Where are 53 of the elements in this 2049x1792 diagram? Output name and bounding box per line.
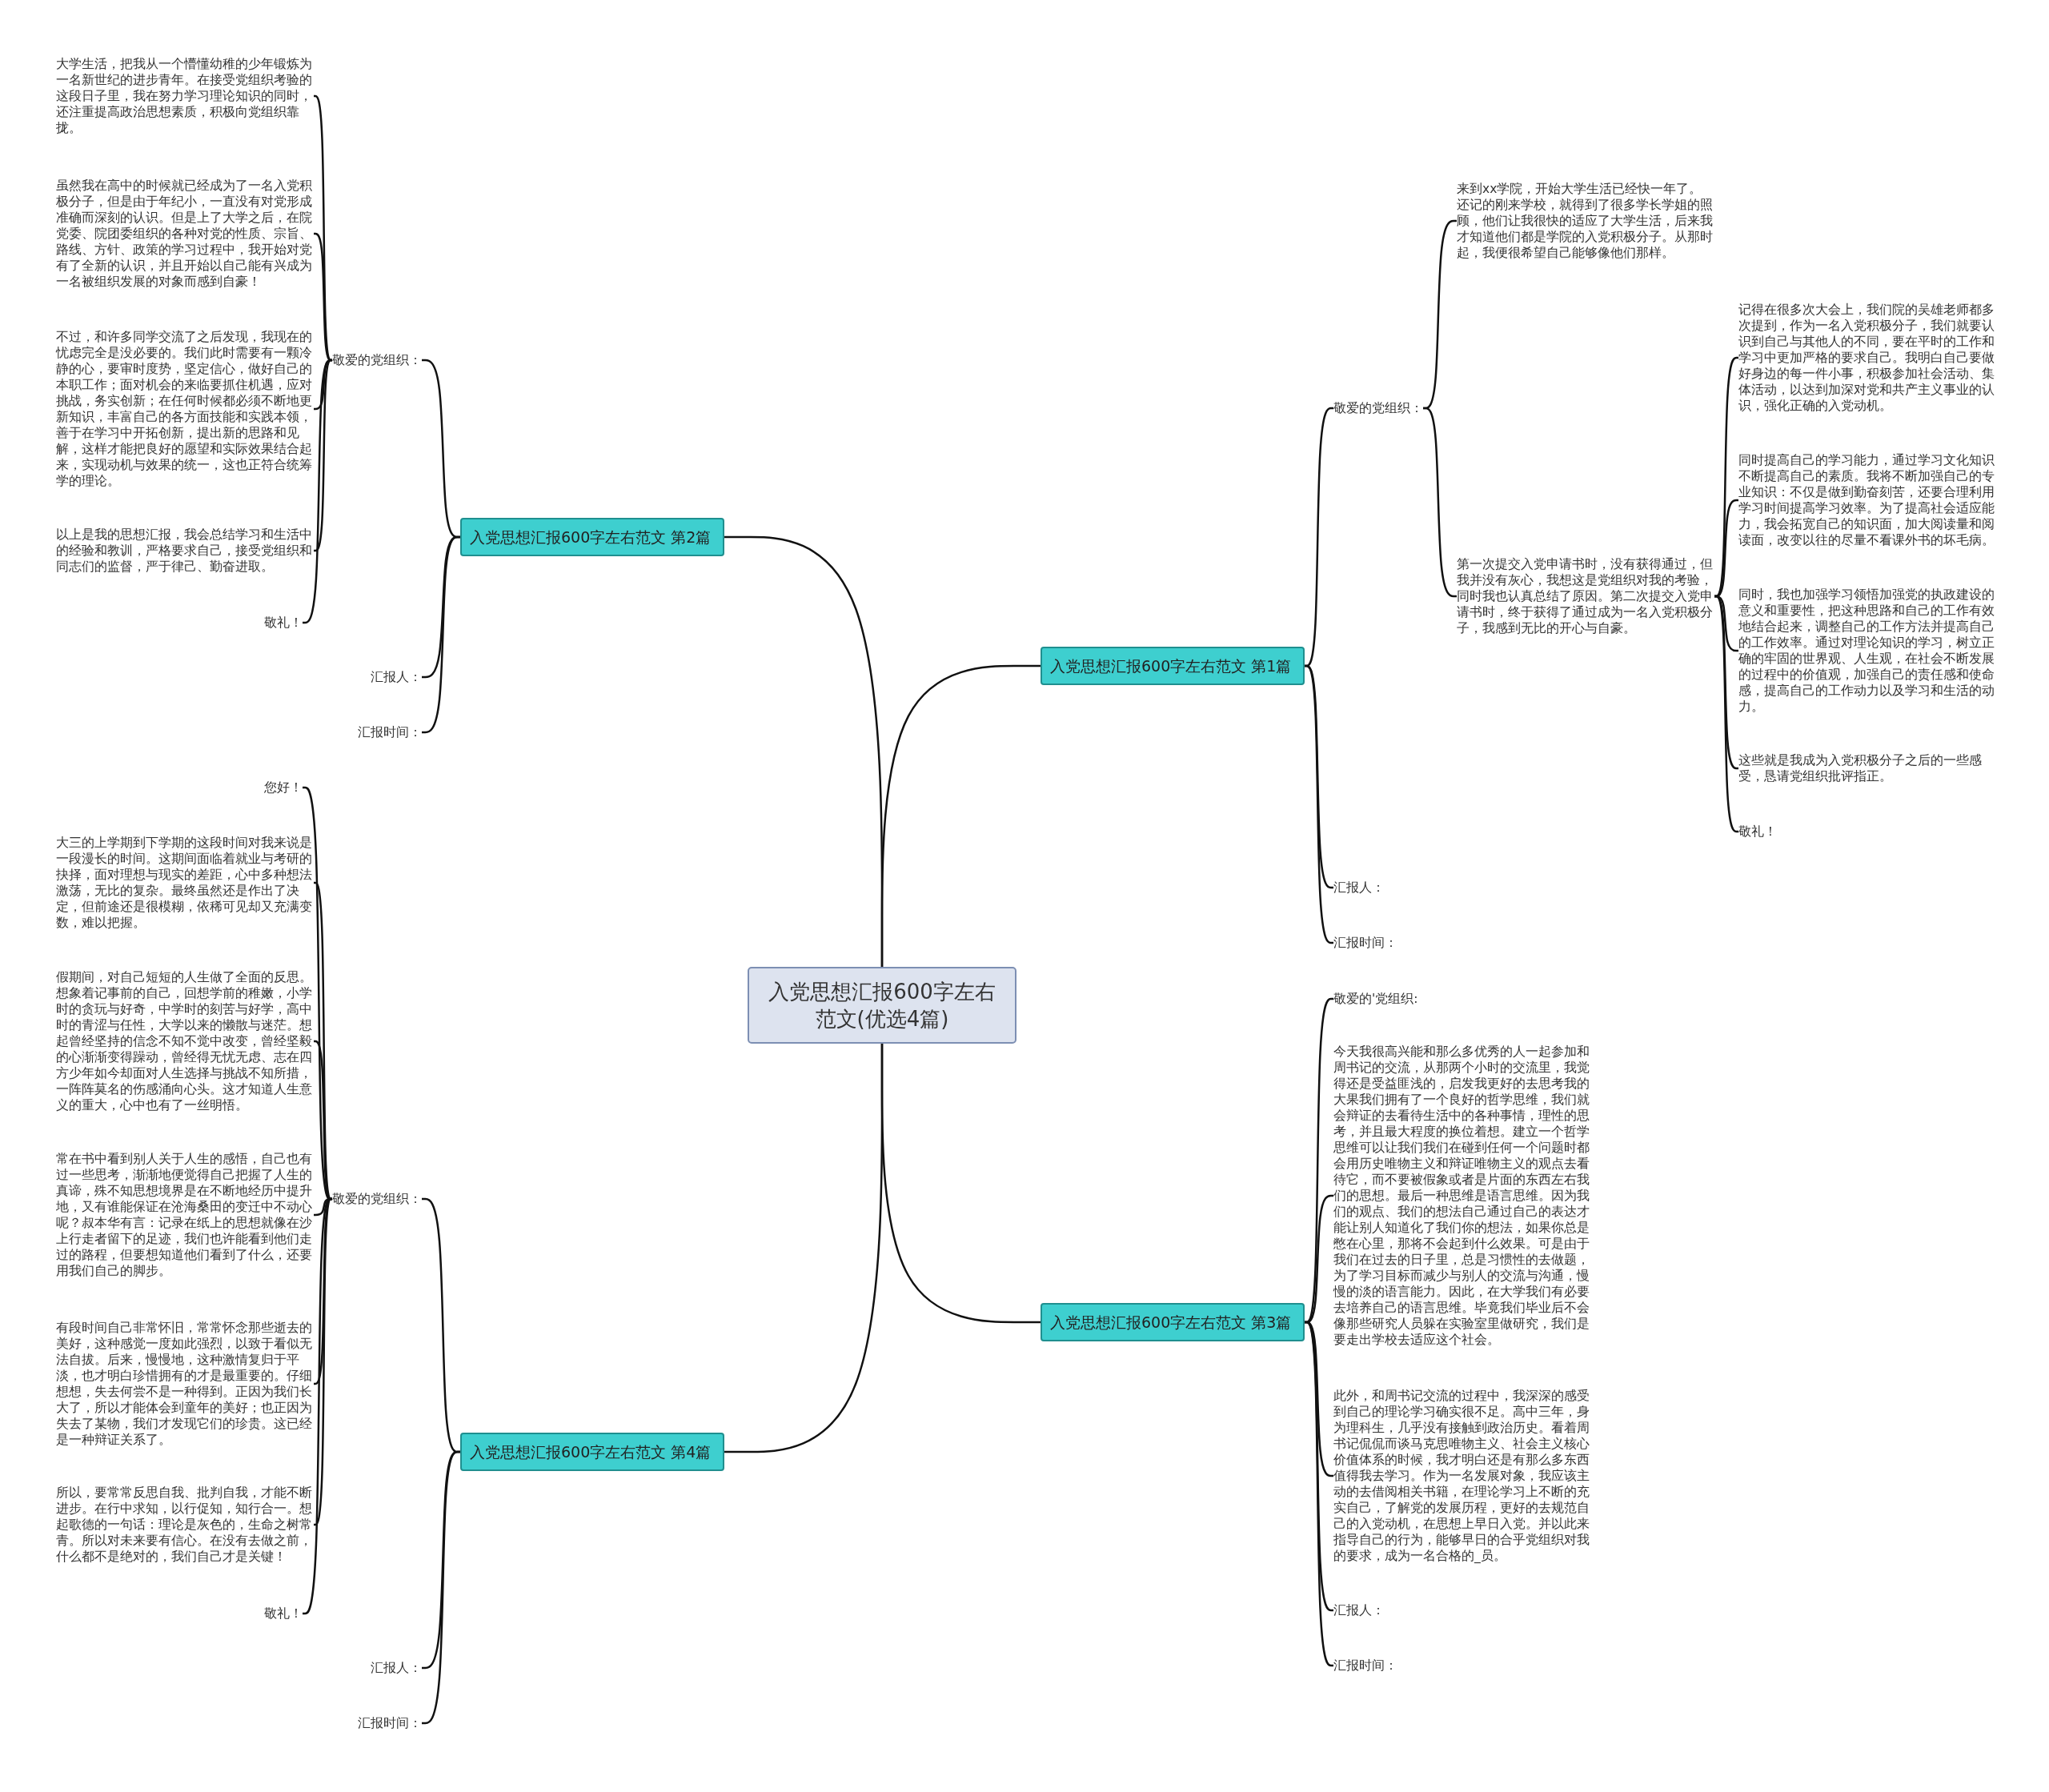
label-text: 汇报时间： — [1333, 935, 1397, 951]
connector-line — [302, 1197, 333, 1615]
paragraph-text: 记得在很多次大会上，我们院的吴雄老师都多次提到，作为一名入党积极分子，我们就要认识到自己与其他人的不同，要在平时的工作和学习中更加严格的要求自己。我明白自己要做好身边的每一件小事，积极参加社会活动、集体活动，以达到加深对党和共产主义事业的认识，强化正确的入党动机。 — [1738, 302, 1999, 414]
connector-line — [1423, 407, 1457, 598]
label-text: 汇报时间： — [1333, 1658, 1397, 1674]
label-text: 汇报人： — [1333, 1602, 1385, 1618]
paragraph-text: 不过，和许多同学交流了之后发现，我现在的忧虑完全是没必要的。我们此时需要有一颗冷静的心，要审时度势，坚定信心，做好自己的本职工作；面对机会的来临要抓住机遇，应对挑战，务实创新；在任何时候都必须不断地更新知识，丰富自己的各方面技能和实践本领，善于在学习中开拓创新，提出新的思路和见解，这样才能把良好的愿望和实际效果结合起来，实现动机与效果的统一，这也正符合统筹学的理论。 — [56, 329, 314, 489]
branch-topic-box: 入党思想汇报600字左右范文 第2篇 — [460, 518, 724, 556]
paragraph-text: 所以，要常常反思自我、批判自我，才能不断进步。在行中求知，以行促知，知行合一。想起歌德的一句话：理论是灰色的，生命之树常青。所以对未来要有信心。在没有去做之前，什么都不是绝对的，我们自己才是关键！ — [56, 1485, 314, 1565]
label-text: 敬爱的党组织： — [332, 1191, 422, 1207]
paragraph-text: 大三的上学期到下学期的这段时间对我来说是一段漫长的时间。这期间面临着就业与考研的抉择，面对理想与现实的差距，心中多种想法激荡，无比的复杂。最终虽然还是作出了决定，但前途还是很模糊，依稀可见却又充满变数，难以把握。 — [56, 835, 314, 931]
connector-line — [313, 1197, 333, 1526]
connector-line — [724, 535, 884, 967]
connector-line — [1714, 499, 1738, 598]
label-text: 敬礼！ — [264, 1606, 303, 1622]
branch-topic-box: 入党思想汇报600字左右范文 第4篇 — [460, 1433, 724, 1471]
paragraph-text: 以上是我的思想汇报，我会总结学习和生活中的经验和教训，严格要求自己，接受党组织和同志们的监督，严于律己、勤奋进取。 — [56, 527, 314, 575]
paragraph-text: 常在书中看到别人关于人生的感悟，自己也有过一些思考，渐渐地便觉得自己把握了人生的真谛，殊不知思想境界是在不断地经历中提升地，又有谁能保证在沧海桑田的变迁中不动心呢？叔本华有言：记录在纸上的思想就像在沙上行走者留下的足迹，我们也许能看到他们走过的路程，但要想知道他们看到了什么，还要用我们自己的脚步。 — [56, 1151, 314, 1279]
branch-topic-box: 入党思想汇报600字左右范文 第3篇 — [1041, 1303, 1305, 1341]
connector-line — [313, 232, 333, 362]
paragraph-text: 此外，和周书记交流的过程中，我深深的感受到自己的理论学习确实很不足。高中三年，身为理科生，几乎没有接触到政治历史。看着周书记侃侃而谈马克思唯物主义、社会主义核心价值体系的时候，我才明白还是有那么多东西值得我去学习。作为一名发展对象，我应该主动的去借阅相关书籍，在理论学习上不断的充实自己，了解党的发展历程，更好的去规范自己的入党动机，在思想上早日入党。并以此来指导自己的行为，能够早日的合乎党组织对我的要求，成为一名合格的_员。 — [1333, 1388, 1591, 1564]
paragraph-text: 有段时间自己非常怀旧，常常怀念那些逝去的美好，这种感觉一度如此强烈，以致于看似无法自拔。后来，慢慢地，这种激情复归于平淡，也才明白珍惜拥有的才是最重要的。仔细想想，失去何尝不是一种得到。正因为我们长大了，所以才能体会到童年的美好；也正因为失去了某物，我们才发现它们的珍贵。这已经是一种辩证关系了。 — [56, 1320, 314, 1448]
connector-line — [1304, 664, 1333, 944]
label-text: 汇报时间： — [358, 724, 422, 740]
paragraph-text: 今天我很高兴能和那么多优秀的人一起参加和周书记的交流，从那两个小时的交流里，我觉得还是受益匪浅的，启发我更好的去思考我的大果我们拥有了一个良好的哲学思维，我们就会辩证的去看待生活中的各种事情，理性的思考，并且最大程度的换位着想。建立一个哲学思维可以让我们我们在碰到任何一个问题时都会用历史唯物主义和辩证唯物主义的观点去看待它，而不要被假象或者是片面的东西左右我们的思想。最后一种思维是语言思维。因为我们的观点、我们的想法自己通过自己的表达才能让别人知道化了我们你的想法，如果你总是憋在心里，那将不会起到什么效果。可是由于我们在过去的日子里，总是习惯性的去做题，为了学习目标而减少与别人的交流与沟通，慢慢的淡的语言能力。因此，在大学我们有必要去培养自己的语言思维。毕竟我们毕业后不会像那些研究人员躲在实验室里做研究，我们是要走出学校去适应这个社会。 — [1333, 1044, 1591, 1348]
paragraph-text: 来到xx学院，开始大学生活已经快一年了。还记的刚来学校，就得到了很多学长学姐的照顾，他们让我很快的适应了大学生活，后来我才知道他们都是学院的入党积极分子。从那时起，我便很希望自己能够像他们那样。 — [1457, 181, 1714, 261]
label-text: 汇报时间： — [358, 1715, 422, 1731]
connector-line — [724, 1044, 884, 1453]
central-topic-box: 入党思想汇报600字左右范文(优选4篇) — [748, 967, 1016, 1044]
paragraph-text: 假期间，对自己短短的人生做了全面的反思。想象着记事前的自己，回想学前的稚嫩，小学时的贪玩与好奇，中学时的刻苦与好学，高中时的青涩与任性，大学以来的懒散与迷茫。想起曾经坚持的信念不知不觉中改变，曾经坚毅的心渐渐变得躁动，曾经得无忧无虑、志在四方少年如今却面对人生选择与挑战不知所措，一阵阵莫名的伤感涌向心头。这才知道人生意义的重大，心中也有了一丝明悟。 — [56, 969, 314, 1113]
label-text: 敬爱的'党组织: — [1333, 991, 1418, 1007]
connector-line — [422, 535, 460, 734]
label-text: 敬爱的党组织： — [1333, 400, 1423, 416]
branch-topic-box: 入党思想汇报600字左右范文 第1篇 — [1041, 647, 1305, 685]
label-text: 汇报人： — [371, 669, 422, 685]
paragraph-text: 第一次提交入党申请书时，没有获得通过，但我并没有灰心，我想这是党组织对我的考验，同时我也认真总结了原因。第二次提交入党申请书时，终于获得了通过成为一名入党积极分子，我感到无比的开心与自豪。 — [1457, 556, 1714, 636]
label-text: 汇报人： — [371, 1660, 422, 1676]
connector-line — [1304, 1321, 1334, 1667]
connector-line — [1714, 595, 1738, 833]
connector-line — [313, 1040, 333, 1201]
paragraph-text: 虽然我在高中的时候就已经成为了一名入党积极分子，但是由于年纪小，一直没有对党形成准确而深刻的认识。但是上了大学之后，在院党委、院团委组织的各种对党的性质、宗旨、路线、方针、政策的学习过程中，我开始对党有了全新的认识，并且开始以自己能有兴成为一名被组织发展的对象而感到自豪！ — [56, 178, 314, 290]
label-text: 敬礼！ — [1738, 824, 1777, 840]
label-text: 您好！ — [264, 780, 303, 796]
connector-line — [303, 359, 332, 624]
label-text: 汇报人： — [1333, 880, 1385, 896]
label-text: 敬爱的党组织： — [332, 352, 422, 368]
connector-line — [422, 1450, 460, 1725]
paragraph-text: 这些就是我成为入党积极分子之后的一些感受，恳请党组织批评指正。 — [1738, 752, 1999, 784]
paragraph-text: 同时提高自己的学习能力，通过学习文化知识不断提高自己的素质。我将不断加强自己的专业知识：不仅是做到勤奋刻苦，还要合理利用学习时间提高学习效率。为了提高社会适应能力，我会拓宽自己的知识面，加大阅读量和阅读面，改变以往的尽量不看课外书的坏毛病。 — [1738, 452, 1999, 548]
paragraph-text: 同时，我也加强学习领悟加强党的执政建设的意义和重要性，把这种思路和自己的工作有效地结合起来，调整自己的工作方法并提高自己的工作效率。通过对理论知识的学习，树立正确的牢固的世界观、人生观，在社会不断发展的过程中的价值观，加强自己的责任感和使命感，提高自己的工作动力以及学习和生活的动力。 — [1738, 587, 1999, 715]
label-text: 敬礼！ — [264, 615, 303, 631]
paragraph-text: 大学生活，把我从一个懵懂幼稚的少年锻炼为一名新世纪的进步青年。在接受党组织考验的这段日子里，我在努力学习理论知识的同时，还注重提高政治思想素质，积极向党组织靠拢。 — [56, 56, 314, 136]
connector-line — [313, 359, 333, 552]
